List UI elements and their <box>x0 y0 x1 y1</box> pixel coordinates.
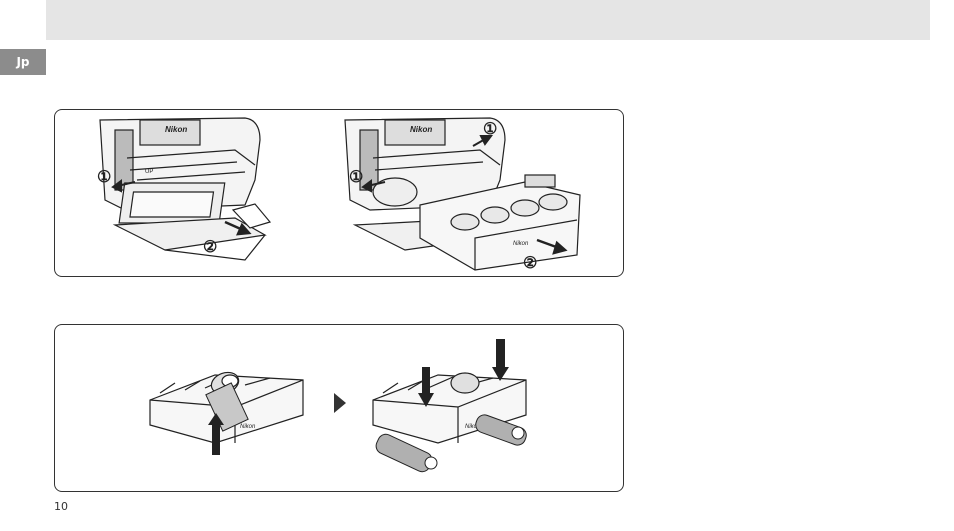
triangle-right-icon <box>334 393 346 413</box>
figure-insert-aa-batteries: Nikon Nikon <box>54 324 624 492</box>
camera-brand-right: Nikon <box>410 125 432 134</box>
step-1-label-left: ① <box>97 169 111 186</box>
figure-insert-aa-batteries-illustration: Nikon Nikon <box>55 325 624 492</box>
holder-brand-top: Nikon <box>513 241 529 247</box>
step-2-label-left: ② <box>203 239 217 256</box>
grip-label-left: UP <box>145 169 153 175</box>
page-number: 10 <box>54 500 68 513</box>
camera-with-aa-holder-drawing <box>345 118 580 270</box>
header-bar <box>46 0 930 40</box>
arrow-down-icon <box>492 339 509 381</box>
camera-with-battery-drawing <box>100 118 270 260</box>
figure-remove-battery-illustration: Nikon UP ① ② <box>55 110 624 277</box>
camera-brand-left: Nikon <box>165 125 187 134</box>
step-1-label-right-top: ① <box>483 121 497 138</box>
step-2-label-right: ② <box>523 255 537 272</box>
language-tab: Jp <box>0 49 46 75</box>
figure-remove-battery: Nikon UP ① ② <box>54 109 624 277</box>
step-1-label-right-left: ① <box>349 169 363 186</box>
holder-brand-left: Nikon <box>240 424 256 430</box>
